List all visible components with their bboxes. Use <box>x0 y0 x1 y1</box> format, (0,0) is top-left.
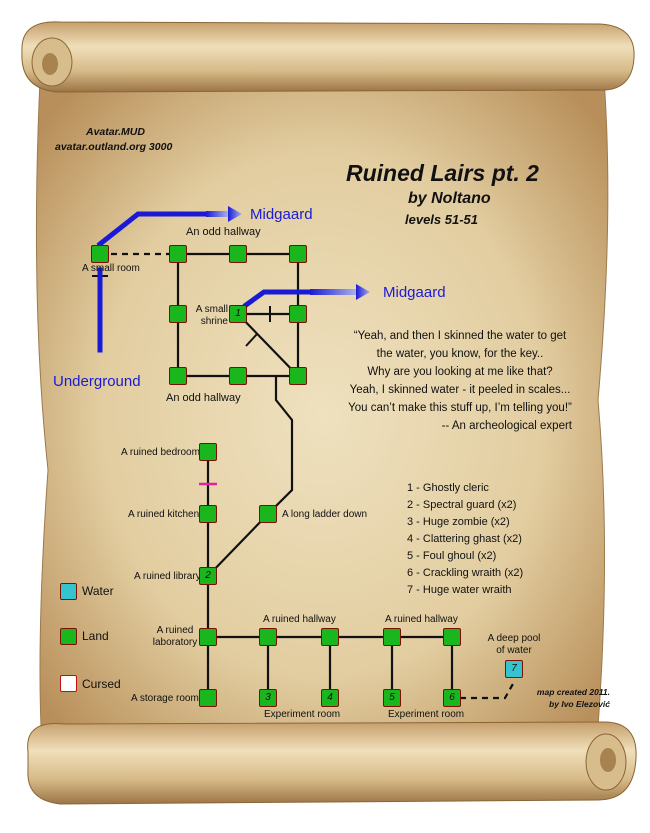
room-long-ladder <box>259 505 277 523</box>
room-ruined-laboratory <box>199 628 217 646</box>
room-odd-hallway-nw <box>169 245 187 263</box>
bottom-roll <box>27 721 637 805</box>
room-ruined-hallway-c <box>383 628 401 646</box>
room-number-4: 4 <box>327 692 333 703</box>
legend-cursed-swatch <box>60 675 77 692</box>
room-ruined-kitchen <box>199 505 217 523</box>
room-ruined-hallway-b <box>321 628 339 646</box>
quote-line: You can’t make this stuff up, I’m tellin… <box>348 402 572 414</box>
room-deep-pool: 7 <box>505 660 523 678</box>
quote-line: the water, you know, for the key.. <box>376 348 544 360</box>
legend-land-label: Land <box>82 629 109 643</box>
room-experiment-4: 4 <box>321 689 339 707</box>
label-storage-room: A storage room <box>131 693 199 704</box>
room-experiment-6: 6 <box>443 689 461 707</box>
label-small-room: A small room <box>82 263 140 274</box>
label-odd-hallway-top: An odd hallway <box>186 226 261 238</box>
label-ruined-hallway-1: A ruined hallway <box>263 614 336 625</box>
room-odd-hallway-w <box>169 305 187 323</box>
exit-label-midgaard-right: Midgaard <box>383 284 446 301</box>
room-number-6: 6 <box>449 692 455 703</box>
quote-block: “Yeah, and then I skinned the water to g… <box>332 327 588 435</box>
room-number-1: 1 <box>235 308 241 319</box>
room-odd-hallway-se <box>289 367 307 385</box>
quote-line: “Yeah, and then I skinned the water to g… <box>353 330 567 342</box>
label-ruined-kitchen: A ruined kitchen <box>128 509 200 520</box>
room-number-7: 7 <box>511 663 517 674</box>
label-ruined-bedroom: A ruined bedroom <box>121 447 200 458</box>
room-number-2: 2 <box>205 570 211 581</box>
mob-item: 7 - Huge water wraith <box>407 584 512 596</box>
label-deep-pool: A deep pool of water <box>487 633 541 656</box>
room-ruined-hallway-a <box>259 628 277 646</box>
room-odd-hallway-sw <box>169 367 187 385</box>
top-roll <box>21 21 635 93</box>
credit-line-1: map created 2011. <box>536 687 610 697</box>
legend-water-label: Water <box>82 584 114 598</box>
room-ruined-bedroom <box>199 443 217 461</box>
mob-item: 6 - Crackling wraith (x2) <box>407 567 524 579</box>
label-experiment-room-1: Experiment room <box>264 709 341 720</box>
quote-line: Yeah, I skinned water - it peeled in sca… <box>349 384 571 396</box>
room-experiment-5: 5 <box>383 689 401 707</box>
room-odd-hallway-e <box>289 305 307 323</box>
label-ruined-laboratory: A ruined laboratory <box>152 625 198 648</box>
legend-cursed-label: Cursed <box>82 677 121 691</box>
mob-item: 4 - Clattering ghast (x2) <box>407 533 522 545</box>
map-credits: map created 2011. by Ivo Elezović <box>510 686 610 710</box>
exit-label-underground: Underground <box>53 373 141 390</box>
room-ruined-library: 2 <box>199 567 217 585</box>
legend-land-swatch <box>60 628 77 645</box>
exit-label-midgaard-top: Midgaard <box>250 206 313 223</box>
room-number-5: 5 <box>389 692 395 703</box>
quote-line: Why are you looking at me like that? <box>367 366 553 378</box>
mob-item: 2 - Spectral guard (x2) <box>407 499 517 511</box>
room-small-shrine: 1 <box>229 305 247 323</box>
credit-line-2: by Ivo Elezović <box>549 699 610 709</box>
exit-arrow-top <box>206 206 242 222</box>
label-small-shrine: A small shrine <box>195 304 228 327</box>
room-odd-hallway-n <box>229 245 247 263</box>
mob-item: 3 - Huge zombie (x2) <box>407 516 510 528</box>
room-odd-hallway-ne <box>289 245 307 263</box>
label-odd-hallway-bottom: An odd hallway <box>166 392 241 404</box>
mob-list: 1 - Ghostly cleric 2 - Spectral guard (x… <box>407 480 523 599</box>
map-levels: levels 51-51 <box>405 212 479 227</box>
room-ruined-hallway-d <box>443 628 461 646</box>
map-title: Ruined Lairs pt. 2 <box>346 160 539 186</box>
map-author: by Noltano <box>408 190 491 207</box>
quote-attribution: -- An archeological expert <box>441 420 572 432</box>
label-long-ladder: A long ladder down <box>282 509 368 520</box>
label-ruined-hallway-2: A ruined hallway <box>385 614 458 625</box>
mob-item: 1 - Ghostly cleric <box>407 482 489 494</box>
label-ruined-library: A ruined library <box>134 571 201 582</box>
mud-name: Avatar.MUD <box>86 126 145 138</box>
room-small-room <box>91 245 109 263</box>
exit-arrow-right <box>310 284 370 300</box>
legend-water-swatch <box>60 583 77 600</box>
label-experiment-room-2: Experiment room <box>388 709 465 720</box>
mob-item: 5 - Foul ghoul (x2) <box>407 550 497 562</box>
room-odd-hallway-s <box>229 367 247 385</box>
room-storage-room <box>199 689 217 707</box>
room-number-3: 3 <box>265 692 271 703</box>
mud-address: avatar.outland.org 3000 <box>55 141 173 153</box>
room-experiment-3: 3 <box>259 689 277 707</box>
